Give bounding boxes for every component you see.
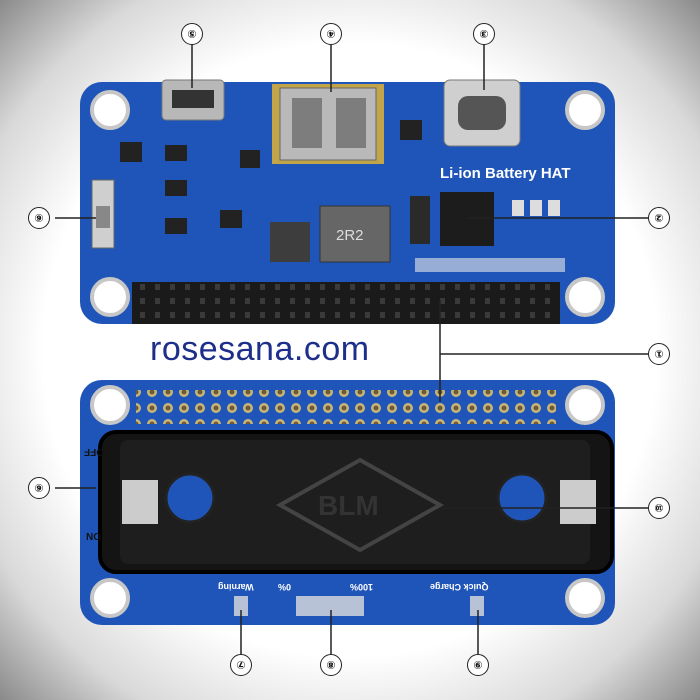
callout-5: ⑤ [181, 23, 203, 45]
callout-9: ⑨ [467, 654, 489, 676]
callout-6-bottom: ⑥ [28, 477, 50, 499]
callout-6-top: ⑥ [28, 207, 50, 229]
holder-mark: BLM [318, 490, 379, 521]
silk-quick-charge: Quick Charge [430, 582, 489, 592]
silk-percent-high: 100% [350, 582, 374, 592]
silk-on: ON [86, 530, 101, 541]
silk-percent-low: 0% [278, 582, 292, 592]
inductor-label: 2R2 [336, 227, 364, 244]
callout-2: ② [648, 207, 670, 229]
callout-3: ③ [473, 23, 495, 45]
top-board: 2R2 [80, 79, 615, 324]
callout-4: ④ [320, 23, 342, 45]
callout-10: ⑩ [648, 497, 670, 519]
callout-lines [55, 45, 648, 654]
bottom-board: BLM [80, 380, 615, 625]
callout-8: ⑧ [320, 654, 342, 676]
callout-1: ① [648, 343, 670, 365]
watermark: rosesana.com [150, 330, 370, 368]
callout-7: ⑦ [230, 654, 252, 676]
silk-warning: Warning [218, 582, 254, 592]
silk-off: OFF [84, 446, 104, 457]
board-title: Li-ion Battery HAT [440, 165, 571, 182]
